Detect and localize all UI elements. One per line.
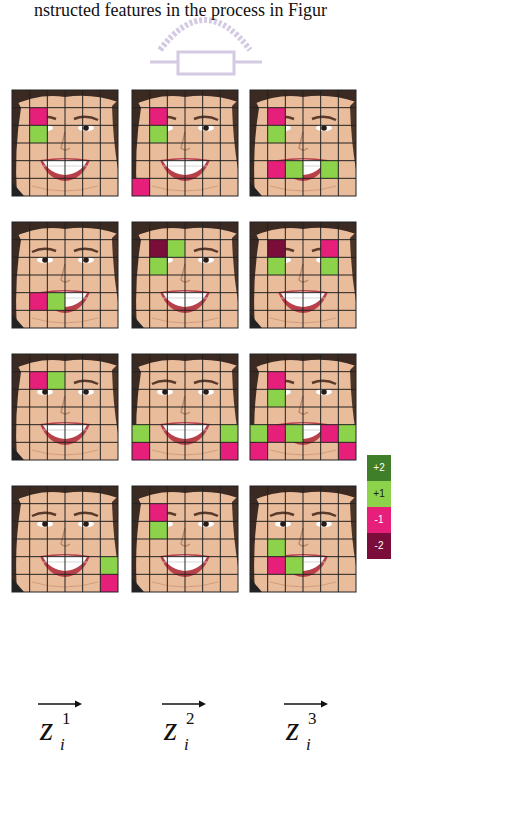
- vector-symbol: z: [164, 712, 177, 746]
- legend-swatch: +1: [367, 481, 391, 507]
- legend-swatch: -1: [367, 507, 391, 533]
- legend-swatch: +2: [367, 455, 391, 481]
- legend-swatch: -2: [367, 533, 391, 559]
- legend-value: -1: [375, 515, 384, 525]
- legend-value: +2: [373, 463, 384, 473]
- vector-symbol: z: [286, 712, 299, 746]
- legend-value: -2: [375, 541, 384, 551]
- superscript-index: 3: [308, 710, 317, 727]
- superscript-index: 1: [62, 710, 71, 727]
- vector-arrow: [38, 701, 328, 708]
- watermark-logo: [150, 20, 262, 74]
- subscript-index: i: [60, 736, 65, 753]
- legend-value: +1: [373, 489, 384, 499]
- superscript-index: 2: [186, 710, 195, 727]
- page-text-fragment: nstructed features in the process in Fig…: [34, 1, 327, 19]
- subscript-index: i: [184, 736, 189, 753]
- vector-symbol: z: [40, 712, 53, 746]
- subscript-index: i: [306, 736, 311, 753]
